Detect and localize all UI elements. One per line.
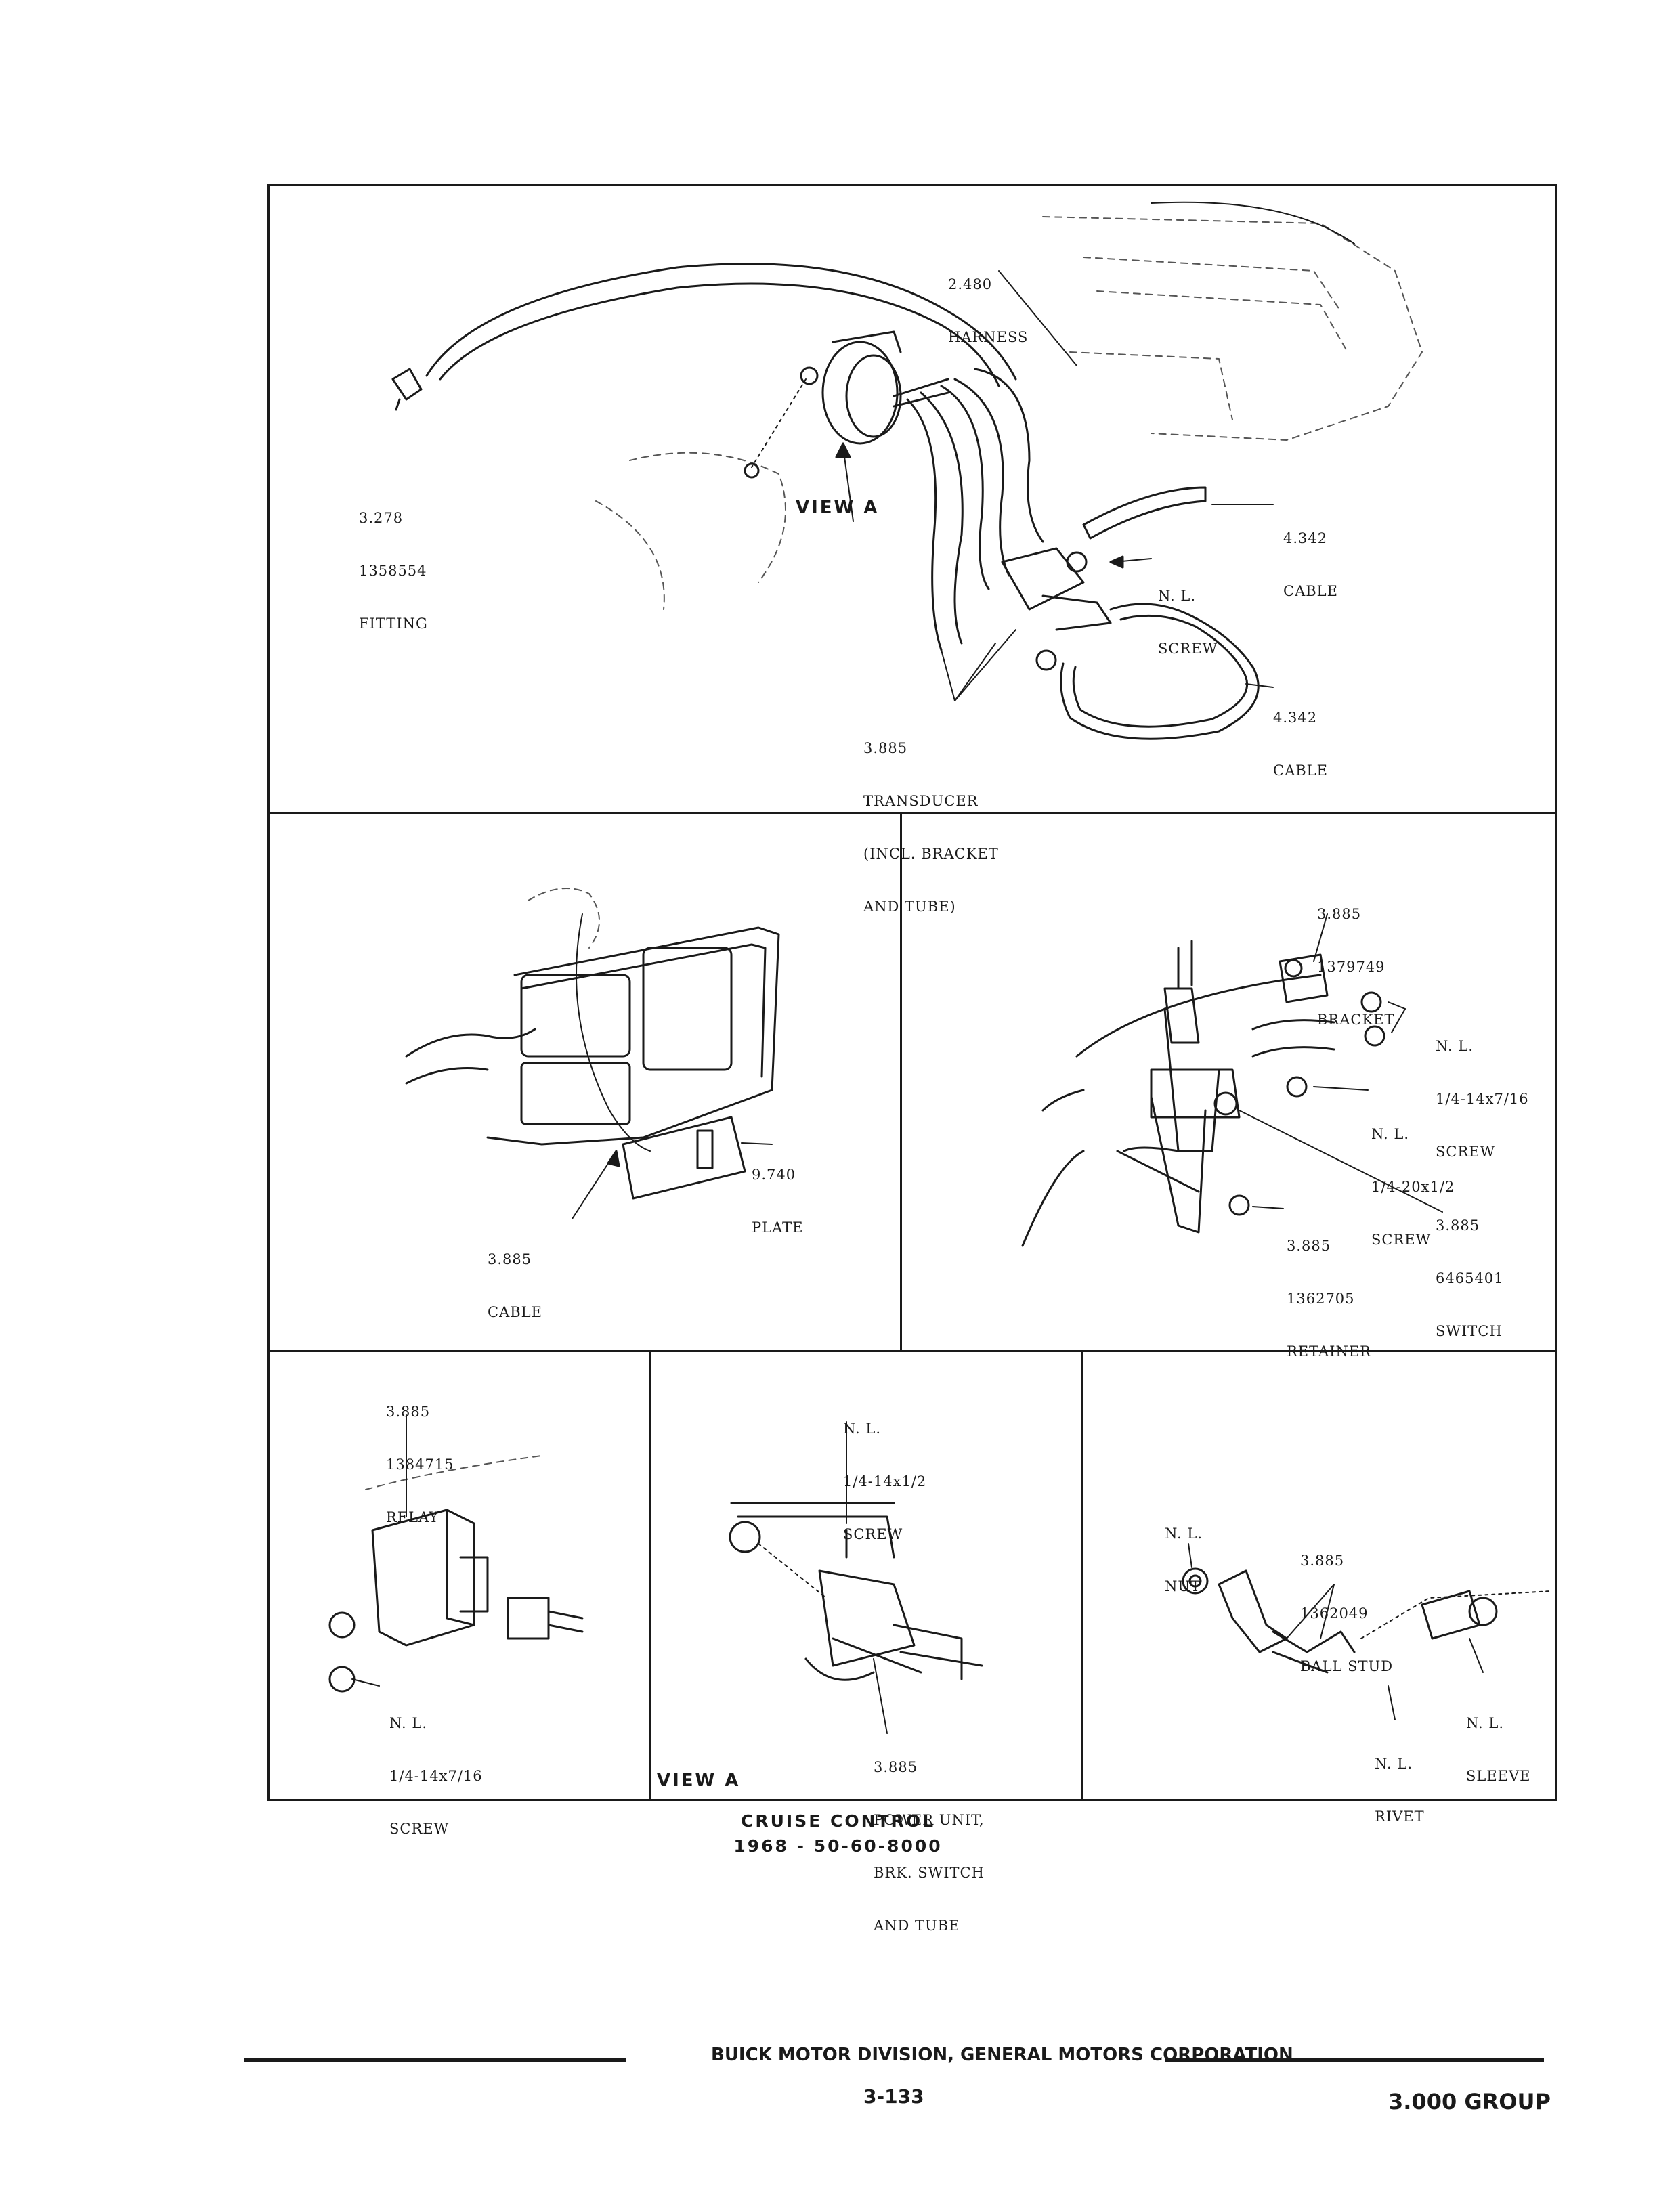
screw-b-name: SCREW: [1371, 1232, 1432, 1248]
cable-lower-name: CABLE: [1273, 762, 1328, 779]
plate-callout: 9.740 PLATE: [752, 1131, 803, 1254]
view-a-screw-code: N. L.: [843, 1421, 882, 1437]
bracket-callout: 3.885 1379749 BRACKET: [1317, 870, 1395, 1046]
relay-callout: 3.885 1384715 RELAY: [386, 1368, 454, 1544]
ball-stud-part: 1362049: [1300, 1605, 1369, 1622]
screw-b-code: N. L.: [1371, 1126, 1410, 1142]
fitting-callout: 3.278 1358554 FITTING: [359, 474, 428, 650]
footer-rule-left: [244, 2058, 626, 2062]
power-unit-code: 3.885: [874, 1759, 918, 1775]
sleeve-name: SLEEVE: [1466, 1768, 1531, 1784]
relay-screw-size: 1/4-14x7/16: [389, 1768, 483, 1784]
ball-stud-code: 3.885: [1300, 1553, 1345, 1569]
ball-stud-callout: 3.885 1362049 BALL STUD: [1300, 1517, 1393, 1693]
power-unit-note-1: BRK. SWITCH: [874, 1865, 985, 1881]
bracket-name: BRACKET: [1317, 1012, 1395, 1028]
screw-a-name: SCREW: [1436, 1144, 1496, 1160]
power-unit-callout: 3.885 POWER UNIT, BRK. SWITCH AND TUBE: [874, 1723, 985, 1952]
screw-code: N. L.: [1158, 588, 1197, 604]
screw-b-callout: N. L. 1/4-20x1/2 SCREW: [1371, 1090, 1455, 1266]
group-label: 3.000 GROUP: [1388, 2089, 1551, 2115]
bracket-code: 3.885: [1317, 906, 1362, 922]
retainer-name: RETAINER: [1287, 1343, 1371, 1360]
switch-callout: 3.885 6465401 SWITCH: [1436, 1181, 1504, 1358]
power-unit-note-2: AND TUBE: [874, 1917, 960, 1934]
nut-name: NUT: [1165, 1578, 1201, 1595]
screw-a-callout: N. L. 1/4-14x7/16 SCREW: [1436, 1002, 1529, 1178]
plate-code: 9.740: [752, 1167, 796, 1183]
rivet-callout: N. L. RIVET: [1375, 1720, 1425, 1843]
harness-callout: 2.480 HARNESS: [948, 240, 1028, 364]
transducer-note-2: AND TUBE): [863, 898, 956, 915]
left-cable-name: CABLE: [488, 1304, 542, 1320]
plate-name: PLATE: [752, 1219, 804, 1236]
screw-callout: N. L. SCREW: [1158, 552, 1218, 675]
footer-division: BUICK MOTOR DIVISION, GENERAL MOTORS COR…: [711, 2045, 1293, 2065]
retainer-part: 1362705: [1287, 1291, 1355, 1307]
retainer-code: 3.885: [1287, 1238, 1331, 1254]
rivet-name: RIVET: [1375, 1808, 1425, 1825]
bracket-part: 1379749: [1317, 959, 1385, 975]
cable-lower-callout: 4.342 CABLE: [1273, 674, 1328, 797]
sleeve-code: N. L.: [1466, 1715, 1505, 1731]
sleeve-callout: N. L. SLEEVE: [1466, 1679, 1531, 1802]
page-number: 3-133: [863, 2085, 924, 2108]
ball-stud-name: BALL STUD: [1300, 1658, 1394, 1674]
switch-code: 3.885: [1436, 1217, 1480, 1234]
rivet-code: N. L.: [1375, 1756, 1413, 1772]
transducer-note-1: (INCL. BRACKET: [863, 846, 999, 862]
cable-upper-code: 4.342: [1283, 530, 1328, 546]
view-a-screw-name: SCREW: [843, 1526, 903, 1542]
transducer-code: 3.885: [863, 740, 908, 756]
nut-code: N. L.: [1165, 1525, 1203, 1542]
view-a-screw-size: 1/4-14x1/2: [843, 1473, 927, 1490]
harness-name: HARNESS: [948, 329, 1029, 345]
left-panel: [267, 812, 902, 1352]
view-a-screw-callout: N. L. 1/4-14x1/2 SCREW: [843, 1385, 926, 1561]
cable-lower-code: 4.342: [1273, 710, 1318, 726]
power-unit-name: POWER UNIT,: [874, 1812, 985, 1828]
switch-part: 6465401: [1436, 1270, 1504, 1286]
nut-callout: N. L. NUT: [1165, 1490, 1203, 1613]
cable-upper-callout: 4.342 CABLE: [1283, 494, 1338, 617]
figure-title: CRUISE CONTROL: [741, 1811, 935, 1831]
screw-a-size: 1/4-14x7/16: [1436, 1091, 1529, 1107]
fitting-name: FITTING: [359, 615, 428, 632]
fitting-part: 1358554: [359, 563, 427, 579]
retainer-callout: 3.885 1362705 RETAINER: [1287, 1202, 1371, 1378]
cable-upper-name: CABLE: [1283, 583, 1338, 599]
footer-rule-right: [1165, 2058, 1544, 2062]
harness-code: 2.480: [948, 276, 993, 292]
relay-screw-code: N. L.: [389, 1715, 428, 1731]
fitting-code: 3.278: [359, 510, 404, 526]
screw-b-size: 1/4-20x1/2: [1371, 1179, 1455, 1195]
left-cable-code: 3.885: [488, 1251, 532, 1267]
relay-code: 3.885: [386, 1404, 431, 1420]
switch-name: SWITCH: [1436, 1323, 1503, 1339]
transducer-name: TRANSDUCER: [863, 793, 979, 809]
relay-screw-callout: N. L. 1/4-14x7/16 SCREW: [389, 1679, 483, 1855]
view-a-panel-label: VIEW A: [657, 1771, 741, 1791]
transducer-callout: 3.885 TRANSDUCER (INCL. BRACKET AND TUBE…: [863, 704, 999, 933]
left-cable-callout: 3.885 CABLE: [488, 1215, 542, 1339]
stud-panel: [1081, 1350, 1557, 1801]
relay-name: RELAY: [386, 1509, 439, 1525]
screw-a-code: N. L.: [1436, 1038, 1474, 1054]
screw-name: SCREW: [1158, 641, 1218, 657]
relay-part: 1384715: [386, 1456, 454, 1473]
figure-subtitle: 1968 - 50-60-8000: [733, 1836, 943, 1856]
view-a-label: VIEW A: [796, 498, 880, 518]
relay-screw-name: SCREW: [389, 1821, 450, 1837]
